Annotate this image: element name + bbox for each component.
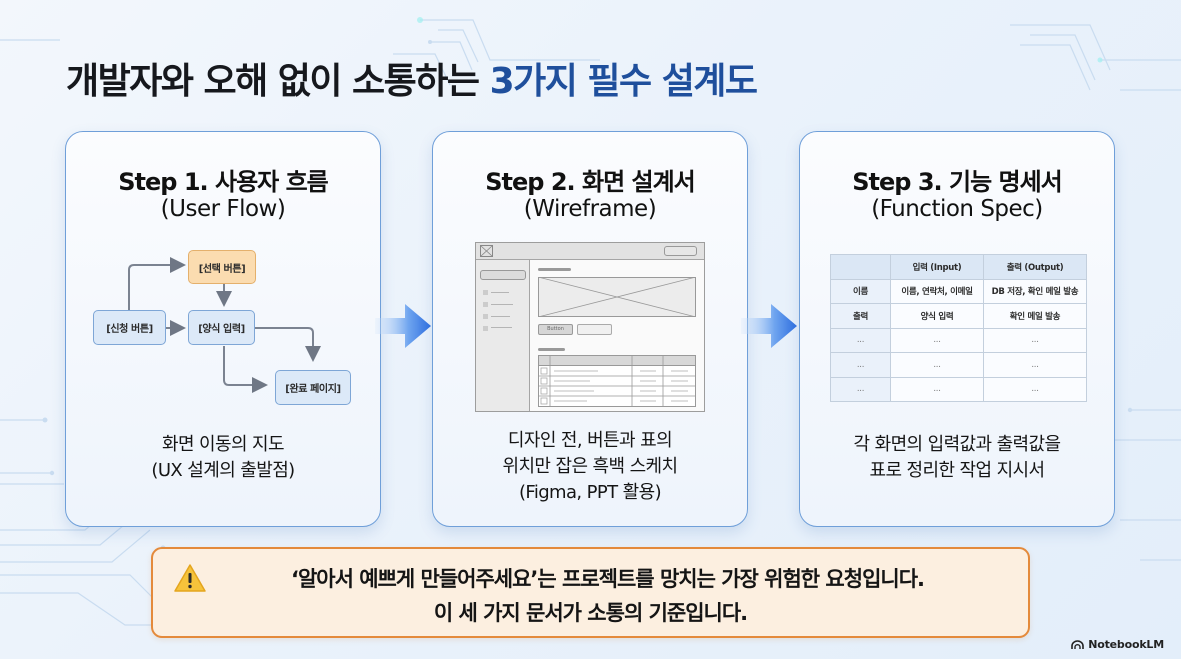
step-card-wireframe: Step 2. 화면 설계서 (Wireframe) Button [432,131,748,527]
user-flow-diagram: [선택 버튼] [신청 버튼] [양식 입력] [완료 페이지] [66,132,382,528]
warning-message-line1: ‘알아서 예쁘게 만들어주세요’는 프로젝트를 망치는 가장 위험한 요청입니다… [290,567,925,591]
function-spec-table: 입력 (Input) 출력 (Output) 이름 이름, 연락처, 이메일 D… [830,254,1087,402]
step-subtitle: (Function Spec) [871,196,1043,222]
table-cell: ... [890,352,984,378]
next-step-arrow-icon [741,304,797,348]
connector-apply-to-select [128,257,186,310]
wireframe-image-placeholder [538,277,696,317]
table-row: ... ... ... [830,327,1087,353]
warning-message-line2: 이 세 가지 문서가 소통의 기준입니다. [433,601,748,625]
step-description: 화면 이동의 지도 (UX 설계의 출발점) [151,434,295,481]
flow-node-form-input: [양식 입력] [188,310,255,345]
step-description: 디자인 전, 버튼과 표의 위치만 잡은 흑백 스케치 (Figma, PPT … [502,430,679,503]
table-header-row: 입력 (Input) 출력 (Output) [830,254,1087,280]
wireframe-table [538,355,696,407]
wireframe-secondary-button [577,324,612,335]
table-cell: ... [983,327,1087,353]
step-title: Step 2. 화면 설계서 [485,168,696,196]
brand-watermark: NotebookLM [1071,638,1164,651]
brand-label: NotebookLM [1088,638,1164,651]
flow-node-complete-page: [완료 페이지] [275,370,351,405]
notebooklm-logo-icon [1071,639,1085,649]
flow-node-select-button: [선택 버튼] [188,250,256,284]
table-row: 이름 이름, 연락처, 이메일 DB 저장, 확인 메일 발송 [830,278,1087,304]
warning-icon [174,564,206,592]
table-cell: ... [983,352,1087,378]
table-cell: ... [830,327,891,353]
warning-banner: ‘알아서 예쁘게 만들어주세요’는 프로젝트를 망치는 가장 위험한 요청입니다… [151,547,1030,638]
flow-connectors [128,257,321,393]
wireframe-content: Button [530,260,704,411]
wireframe-header [476,243,704,260]
step-subtitle: (User Flow) [160,196,286,222]
step-title: Step 1. 사용자 흐름 [118,168,329,196]
table-cell: ... [983,376,1087,402]
connector-form-to-complete-down [223,346,268,393]
step-description: 각 화면의 입력값과 출력값을 표로 정리한 작업 지시서 [853,434,1061,481]
table-cell: ... [890,327,984,353]
table-row: 출력 양식 입력 확인 메일 발송 [830,303,1087,329]
step-card-function-spec: Step 3. 기능 명세서 (Function Spec) 입력 (Input… [799,131,1115,527]
wireframe-header-button [664,246,697,256]
table-header [830,254,891,280]
table-header: 출력 (Output) [983,254,1087,280]
title-main: 개발자와 오해 없이 소통하는 [66,61,480,102]
next-step-arrow-icon [375,304,431,348]
step-title: Step 3. 기능 명세서 [852,168,1063,196]
page-title: 개발자와 오해 없이 소통하는 3가지 필수 설계도 [66,52,758,104]
table-cell: DB 저장, 확인 메일 발송 [983,278,1087,304]
flow-node-apply-button: [신청 버튼] [93,310,166,345]
table-cell: ... [890,376,984,402]
wireframe-button: Button [538,324,573,335]
table-cell: 양식 입력 [890,303,984,329]
step-subtitle: (Wireframe) [523,196,657,222]
table-cell: 이름, 연락처, 이메일 [890,278,984,304]
image-placeholder-icon [480,245,493,257]
connector-form-to-complete-right [253,327,321,362]
table-row: ... ... ... [830,352,1087,378]
table-row: ... ... ... [830,376,1087,402]
wireframe-sketch: Button [475,242,705,412]
title-accent: 3가지 필수 설계도 [489,61,758,102]
step-card-user-flow: Step 1. 사용자 흐름 (User Flow) [선택 버튼] [신청 버… [65,131,381,527]
table-cell: 출력 [830,303,891,329]
wireframe-sidebar [476,260,530,411]
table-cell: ... [830,352,891,378]
table-cell: 이름 [830,278,891,304]
table-cell: ... [830,376,891,402]
table-cell: 확인 메일 발송 [983,303,1087,329]
table-header: 입력 (Input) [890,254,984,280]
